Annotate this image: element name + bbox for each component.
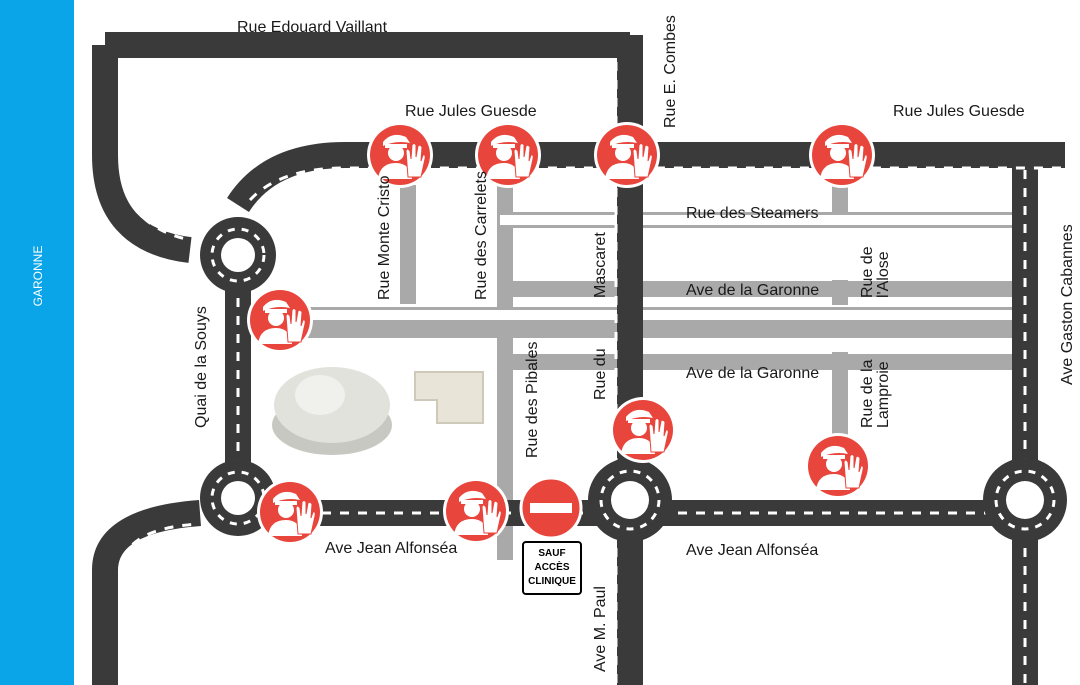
label-alose-1: Rue de — [859, 246, 876, 298]
label-rue-du: Rue du — [592, 348, 609, 400]
label-alose-2: l'Alose — [875, 251, 892, 298]
clinic-building — [272, 367, 392, 455]
sign-line-3: CLINIQUE — [528, 576, 576, 587]
police-officer-icon — [593, 121, 661, 189]
annex-building — [414, 371, 484, 424]
sign-line-2: ACCÈS — [534, 560, 569, 573]
label-e-combes: Rue E. Combes — [662, 15, 679, 128]
label-edouard-vaillant: Rue Edouard Vaillant — [237, 19, 388, 36]
police-officer-icon — [609, 396, 677, 464]
label-m-paul: Ave M. Paul — [592, 586, 609, 672]
label-steamers: Rue des Steamers — [686, 205, 819, 222]
label-quai-souys: Quai de la Souys — [193, 306, 210, 428]
roundabouts — [200, 217, 1067, 542]
minor-roads — [300, 185, 1012, 560]
label-mascaret: Mascaret — [592, 232, 609, 298]
label-monte-cristo: Rue Monte Cristo — [376, 175, 393, 300]
river-label: GARONNE — [31, 246, 45, 307]
label-jean-alfonsea-left: Ave Jean Alfonséa — [325, 540, 457, 557]
label-jules-guesde-right: Rue Jules Guesde — [893, 103, 1025, 120]
label-garonne-upper: Ave de la Garonne — [686, 282, 819, 299]
label-carrelets: Rue des Carrelets — [473, 171, 490, 300]
label-lamproie-1: Rue de la — [859, 359, 876, 428]
garonne-river — [0, 0, 74, 685]
label-garonne-lower: Ave de la Garonne — [686, 365, 819, 382]
street-labels: Rue Edouard Vaillant Rue Jules Guesde Ru… — [193, 15, 1076, 672]
no-entry-sign: SAUF ACCÈS CLINIQUE — [519, 476, 583, 595]
police-officer-icon — [246, 286, 314, 354]
label-gaston-cabannes: Ave Gaston Cabannes — [1059, 224, 1076, 385]
police-officer-icon — [808, 121, 876, 189]
police-officer-icon — [256, 478, 324, 546]
label-lamproie-2: Lamproie — [875, 361, 892, 428]
police-officer-icon — [442, 477, 510, 545]
label-jean-alfonsea-right: Ave Jean Alfonséa — [686, 542, 818, 559]
label-pibales: Rue des Pibales — [524, 341, 541, 458]
police-officer-icon — [804, 432, 872, 500]
sign-line-1: SAUF — [538, 548, 565, 559]
label-jules-guesde-left: Rue Jules Guesde — [405, 103, 537, 120]
